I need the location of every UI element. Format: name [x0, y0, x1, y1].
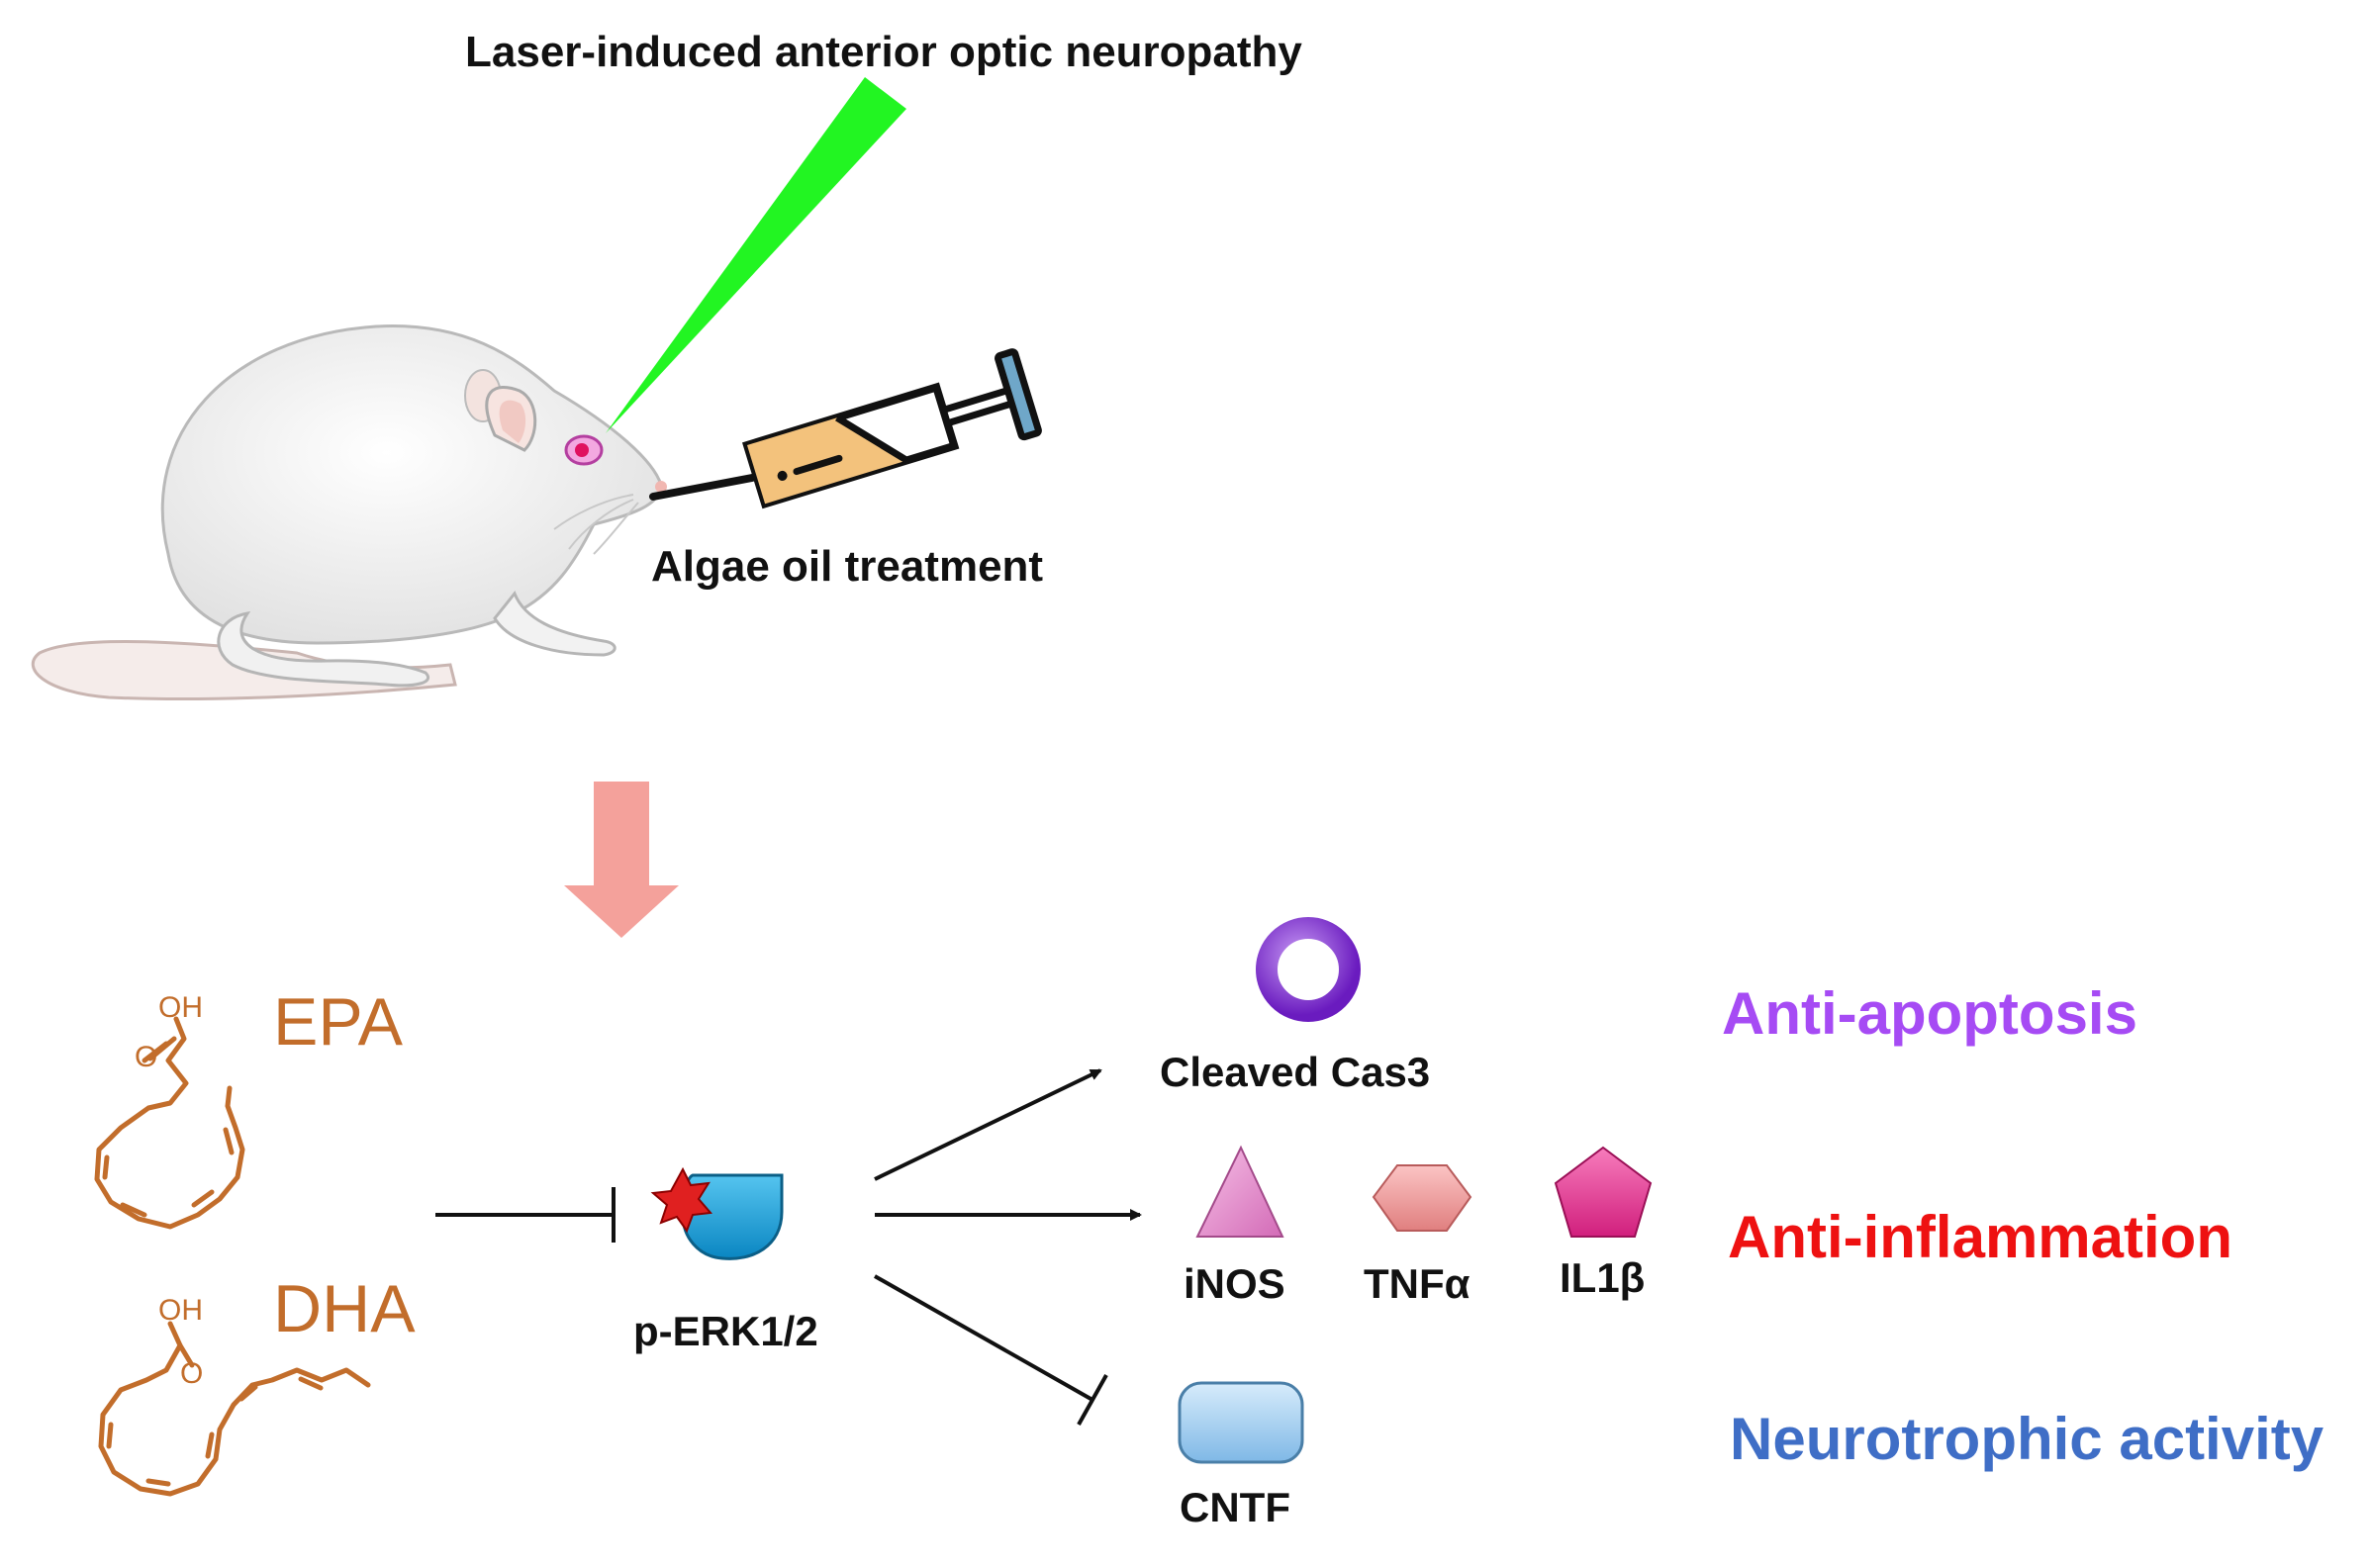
inhibit-connector — [435, 1187, 616, 1243]
dha-oh-label: OH — [158, 1294, 203, 1327]
laser-label: Laser-induced anterior optic neuropathy — [465, 28, 1302, 76]
inos-label: iNOS — [1184, 1260, 1285, 1307]
il1b-label: IL1β — [1560, 1254, 1646, 1301]
laser-beam — [606, 77, 906, 433]
anti-apoptosis-label: Anti-apoptosis — [1722, 980, 2137, 1047]
epa-oh-label: OH — [158, 991, 203, 1024]
erk-symbol — [650, 1166, 784, 1260]
rat-body — [160, 324, 663, 645]
neurotrophic-activity-label: Neurotrophic activity — [1730, 1406, 2324, 1472]
epa-structure — [94, 1016, 245, 1230]
cntf-label: CNTF — [1180, 1484, 1290, 1530]
inhibit-to-cntf — [874, 1274, 1093, 1402]
anti-inflammation-label: Anti-inflammation — [1728, 1204, 2232, 1270]
cas3-label: Cleaved Cas3 — [1160, 1049, 1431, 1095]
rat-nose — [655, 481, 667, 493]
cntf-capsule — [1178, 1381, 1304, 1464]
rat-hind-leg — [217, 610, 429, 688]
dha-o-label: O — [180, 1357, 204, 1390]
arrow-to-cas3 — [874, 1068, 1102, 1181]
epa-o-label: O — [135, 1041, 158, 1073]
phospho-star-icon — [650, 1166, 712, 1234]
rat-front-leg — [493, 591, 616, 657]
cas3-ring — [1256, 917, 1361, 1022]
il1b-pentagon — [1554, 1146, 1653, 1238]
treatment-label: Algae oil treatment — [651, 542, 1044, 591]
erk-arrows — [874, 1068, 1142, 1426]
epa-label: EPA — [273, 984, 404, 1060]
syringe-illustration — [649, 348, 1042, 509]
tnfa-label: TNFα — [1364, 1260, 1470, 1307]
dha-structure — [98, 1321, 371, 1497]
tnfa-hexagon — [1372, 1164, 1472, 1232]
down-arrow — [564, 782, 679, 938]
rat-illustration — [31, 324, 667, 701]
perk-label: p-ERK1/2 — [633, 1308, 818, 1354]
inos-triangle — [1195, 1145, 1284, 1238]
dha-label: DHA — [273, 1271, 416, 1346]
rat-whiskers — [553, 494, 639, 555]
